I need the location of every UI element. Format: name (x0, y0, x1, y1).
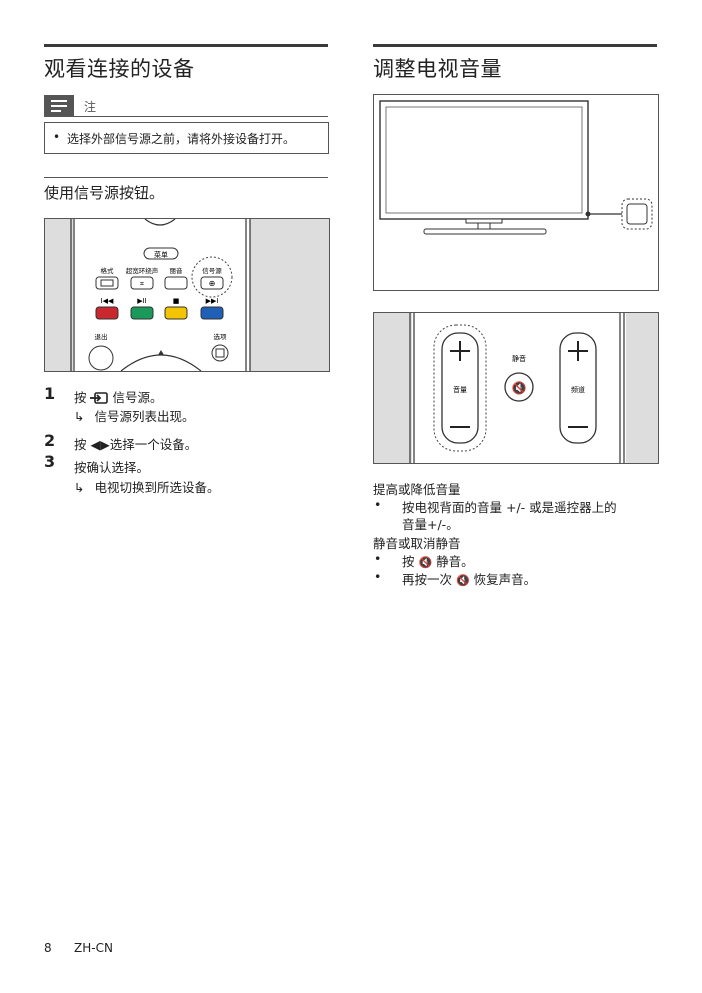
result-arrow-icon: ↳ (74, 409, 85, 424)
menu-label: 菜单 (154, 250, 168, 259)
step-2-number: 2 (44, 431, 56, 450)
result-arrow-icon: ↳ (74, 480, 85, 495)
step-1-number: 1 (44, 384, 56, 403)
surround-label: 超宽环绕声 (126, 266, 159, 275)
step-3-number: 3 (44, 452, 56, 471)
mute-heading: 静音或取消静音 (373, 536, 461, 551)
step-1-result: ↳ 信号源列表出现。 (74, 406, 194, 425)
note-label: 注 (84, 100, 97, 114)
step-2-text: 按 ◀▶选择一个设备。 (74, 437, 198, 452)
mute-bullet-1: • (374, 551, 382, 566)
mute-icon: 🔇 (455, 574, 470, 587)
tv-illustration (379, 100, 653, 235)
step-3-result: ↳ 电视切换到所选设备。 (74, 477, 219, 496)
format-label: 格式 (101, 266, 115, 275)
step-3-result-text: 电视切换到所选设备。 (94, 480, 220, 495)
mute-icon: 🔇 (512, 381, 527, 395)
note-rule (74, 116, 328, 117)
mute-item-2-suffix: 恢复声音。 (469, 572, 537, 587)
note-text: 选择外部信号源之前，请将外接设备打开。 (67, 132, 296, 146)
section-title-volume: 调整电视音量 (373, 57, 502, 81)
subtitle-rule (44, 177, 328, 178)
title-rule (373, 44, 657, 47)
mute-item-2-prefix: 再按一次 (402, 572, 456, 587)
note-icon (44, 95, 74, 117)
svg-text:⊕: ⊕ (209, 279, 216, 288)
source-icon (90, 392, 109, 407)
mute-icon: 🔇 (418, 556, 433, 569)
remote-illustration: 菜单 格式 超宽环绕声 丽音 信号源 ⌗ ⊕ I◀◀ ▶II ■ ▶▶I 退出 … (45, 218, 329, 372)
options-label: 选项 (214, 332, 228, 341)
volume-heading: 提高或降低音量 (373, 482, 461, 497)
stop-label: ■ (173, 297, 180, 305)
section-title-watch: 观看连接的设备 (44, 57, 195, 81)
panel-channel-label: 频道 (571, 385, 585, 394)
page-number: 8 (44, 941, 52, 955)
mute-bullet-2: • (374, 569, 382, 584)
step-1-suffix: 信号源。 (108, 390, 163, 405)
step-1-result-text: 信号源列表出现。 (94, 409, 195, 424)
next-label: ▶▶I (206, 297, 219, 305)
svg-text:⌗: ⌗ (140, 280, 144, 288)
source-label: 信号源 (202, 266, 222, 275)
note-bullet: • (53, 130, 61, 144)
remote-figure: 菜单 格式 超宽环绕声 丽音 信号源 ⌗ ⊕ I◀◀ ▶II ■ ▶▶I 退出 … (44, 218, 330, 372)
language-code: ZH-CN (74, 941, 113, 955)
panel-volume-label: 音量 (453, 385, 467, 394)
step-1-text: 按 信号源。 (74, 387, 162, 407)
step-3-text: 按确认选择。 (74, 460, 150, 475)
tv-side-panel-illustration: 音量 静音 🔇 频道 (374, 313, 658, 463)
step-1-prefix: 按 (74, 390, 91, 405)
volume-item-line-2: 音量+/-。 (402, 517, 459, 532)
tv-figure (373, 94, 659, 291)
play-label: ▶II (137, 297, 147, 305)
volume-bullet: • (374, 497, 382, 512)
mute-item-1-prefix: 按 (402, 554, 419, 569)
mute-item-2: 再按一次 🔇 恢复声音。 (402, 569, 536, 588)
mute-item-1: 按 🔇 静音。 (402, 551, 474, 570)
mute-item-1-suffix: 静音。 (432, 554, 474, 569)
back-label: 退出 (95, 332, 108, 341)
prev-label: I◀◀ (101, 297, 114, 305)
tv-side-panel-figure: 音量 静音 🔇 频道 (373, 312, 659, 464)
dual-label: 丽音 (170, 266, 184, 275)
subtitle-source-button: 使用信号源按钮。 (44, 184, 165, 202)
panel-mute-label: 静音 (512, 354, 526, 363)
volume-item-line-1: 按电视背面的音量 +/- 或是遥控器上的 (402, 500, 617, 515)
note-box: • 选择外部信号源之前，请将外接设备打开。 (44, 122, 329, 154)
title-rule (44, 44, 328, 47)
